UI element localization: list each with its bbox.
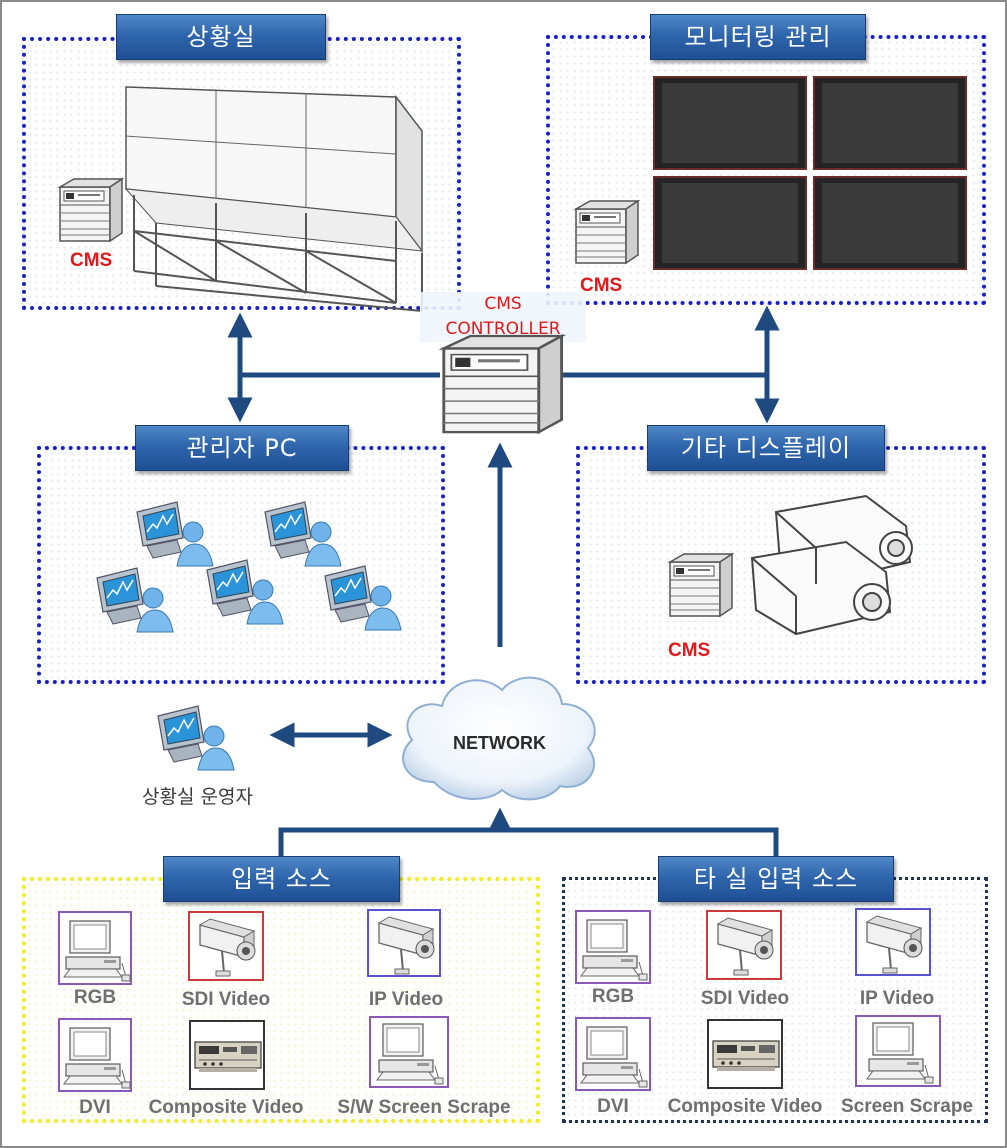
dvi-box — [575, 1017, 651, 1091]
other-room-input-zone: RGB SDI Video IP Video DVI Composite Vid… — [562, 877, 988, 1123]
composite-video-label: Composite Video — [148, 1097, 304, 1118]
rack-server-icon — [669, 553, 733, 617]
monitoring-zone: CMS — [546, 35, 986, 305]
rgb-box — [58, 911, 132, 985]
cctv-camera-icon — [378, 916, 435, 975]
vcr-icon — [194, 1041, 262, 1073]
operator-pc-icon — [324, 565, 402, 631]
cms-controller-line2: CONTROLLER — [445, 319, 561, 339]
operator-label: 상황실 운영자 — [142, 786, 253, 808]
cctv-camera-icon — [866, 915, 923, 974]
ip-video-label: IP Video — [368, 989, 444, 1010]
dvi-label: DVI — [79, 1097, 111, 1118]
network-label: NETWORK — [453, 733, 546, 753]
operator-icon — [157, 705, 235, 771]
other-display-title: 기타 디스플레이 — [647, 425, 885, 471]
other-display-zone: CMS — [576, 446, 986, 684]
cms-controller-line1: CMS — [484, 294, 522, 314]
ip-video-box — [855, 908, 931, 976]
other-room-input-title: 타 실 입력 소스 — [658, 856, 894, 902]
cms-controller-server-icon — [442, 334, 564, 434]
input-source-title: 입력 소스 — [163, 856, 400, 902]
sw-screen-scrape-box — [369, 1016, 449, 1088]
input-source-zone: RGB SDI Video IP Video DVI Composite Vid… — [22, 877, 540, 1123]
rgb-box — [575, 910, 651, 984]
monitoring-title: 모니터링 관리 — [650, 14, 866, 60]
composite-video-box — [707, 1019, 783, 1089]
pc-icon — [580, 919, 648, 981]
pc-icon — [63, 920, 131, 982]
network-cloud-icon — [402, 676, 596, 801]
ip-video-box — [367, 909, 441, 977]
video-wall-icon — [124, 86, 424, 312]
monitor-wall-icon — [653, 76, 967, 270]
sw-screen-scrape-label: S/W Screen Scrape — [337, 1097, 511, 1118]
cctv-camera-icon — [199, 918, 256, 977]
control-room-zone: CMS — [22, 37, 461, 312]
dvi-box — [58, 1018, 132, 1092]
rgb-label: RGB — [73, 987, 117, 1008]
pc-icon — [376, 1023, 444, 1085]
composite-video-box — [189, 1020, 265, 1090]
sdi-video-box — [706, 910, 782, 980]
projector-icon — [750, 494, 913, 636]
pc-icon — [866, 1022, 934, 1084]
admin-pc-title: 관리자 PC — [135, 425, 349, 471]
rack-server-icon — [575, 200, 639, 264]
rgb-label: RGB — [591, 986, 635, 1007]
cms-label: CMS — [580, 275, 623, 296]
sdi-video-label: SDI Video — [700, 988, 790, 1009]
dvi-label: DVI — [597, 1096, 629, 1117]
cms-label: CMS — [668, 640, 711, 661]
operator-pc-icon — [96, 567, 174, 633]
operator-pc-icon — [206, 559, 284, 625]
screen-scrape-label: Screen Scrape — [840, 1096, 974, 1117]
ip-video-label: IP Video — [859, 988, 935, 1009]
admin-pc-zone — [37, 446, 445, 684]
pc-icon — [580, 1026, 648, 1088]
sdi-video-label: SDI Video — [181, 989, 271, 1010]
vcr-icon — [712, 1040, 780, 1072]
cms-controller-label: CMS CONTROLLER — [420, 292, 586, 342]
control-room-title: 상황실 — [116, 14, 326, 60]
pc-icon — [63, 1027, 131, 1089]
composite-video-label: Composite Video — [667, 1096, 823, 1117]
cms-label: CMS — [70, 250, 113, 271]
rack-server-icon — [59, 178, 123, 242]
sdi-video-box — [188, 911, 264, 981]
cctv-camera-icon — [717, 917, 774, 976]
screen-scrape-box — [855, 1015, 941, 1087]
